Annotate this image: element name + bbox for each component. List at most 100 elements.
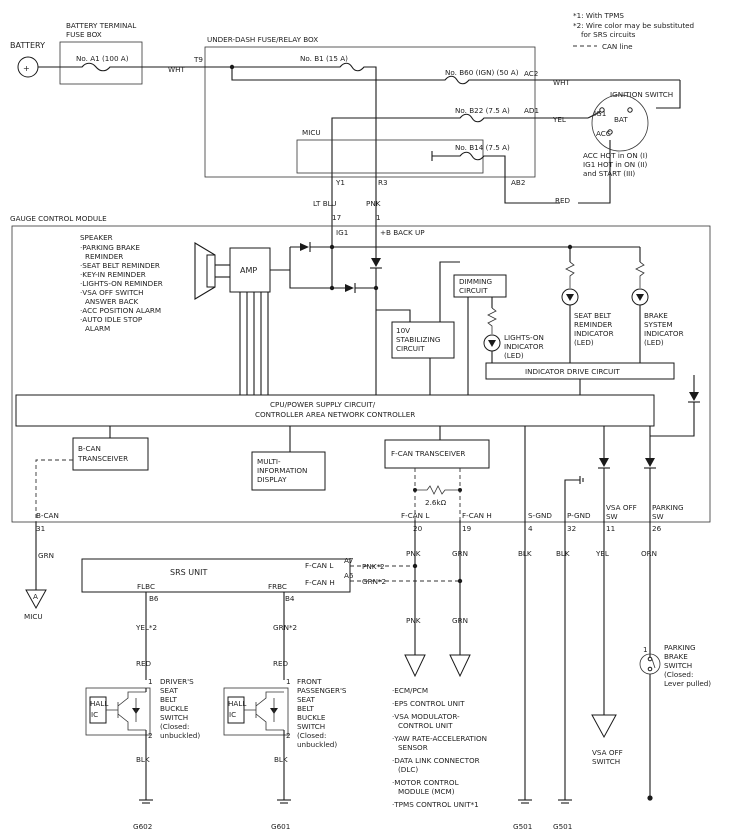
driver-wire-blk: BLK bbox=[136, 755, 150, 764]
driver-wire-red: RED bbox=[136, 659, 152, 668]
resistor-brake-icon bbox=[635, 261, 645, 288]
f-can-l-connector-icon bbox=[404, 654, 426, 678]
svg-text:REMINDER: REMINDER bbox=[85, 252, 123, 261]
ignition-bat: BAT bbox=[614, 115, 628, 124]
svg-text:PASSENGER'S: PASSENGER'S bbox=[297, 686, 347, 695]
driver-pin-2: 2 bbox=[148, 731, 153, 740]
battery-fuse-box-label-2: FUSE BOX bbox=[66, 30, 102, 39]
brake-l1: BRAKE bbox=[644, 311, 668, 320]
battery-fuse-box bbox=[59, 41, 143, 85]
cpu-block bbox=[15, 394, 655, 427]
driver-pin-1: 1 bbox=[148, 677, 153, 686]
passenger-buckle-switch bbox=[223, 687, 289, 736]
vsa-switch-l1: VSA OFF bbox=[592, 748, 623, 757]
underdash-title: UNDER-DASH FUSE/RELAY BOX bbox=[207, 35, 318, 44]
fuse-b1 bbox=[232, 62, 377, 178]
svg-text:·ACC POSITION ALARM: ·ACC POSITION ALARM bbox=[80, 306, 161, 315]
srs-title: SRS UNIT bbox=[170, 568, 207, 577]
svg-text:BUCKLE: BUCKLE bbox=[297, 713, 326, 722]
svg-text:DRIVER'S: DRIVER'S bbox=[160, 677, 194, 686]
wire-yel-vsa: YEL bbox=[595, 549, 609, 558]
ground-g602-icon bbox=[139, 799, 153, 804]
f-can-targets: ·ECM/PCM ·EPS CONTROL UNIT ·VSA MODULATO… bbox=[392, 686, 487, 809]
seat-belt-l4: (LED) bbox=[574, 338, 594, 347]
wire-stabilizer bbox=[376, 309, 411, 322]
wire-wht-t9: WHT bbox=[168, 65, 186, 74]
svg-text:PARKING: PARKING bbox=[664, 643, 696, 652]
pass-transistor-icon bbox=[244, 691, 284, 731]
driver-ic-label: IC bbox=[91, 710, 98, 719]
pin-name-parking: PARKING bbox=[652, 503, 684, 512]
pin-ig1: IG1 bbox=[336, 228, 348, 237]
wire-blk-s-gnd: BLK bbox=[518, 549, 532, 558]
svg-text:FRONT: FRONT bbox=[297, 677, 322, 686]
lights-on-l1: LIGHTS-ON bbox=[504, 333, 544, 342]
battery-fuse-box-label: BATTERY TERMINAL bbox=[66, 21, 136, 30]
wire-yel2-driver: YEL*2 bbox=[135, 623, 157, 632]
svg-text:unbuckled): unbuckled) bbox=[160, 731, 200, 740]
micu-conn-letter: A bbox=[33, 592, 38, 601]
speaker-items: ·PARKING BRAKE REMINDER ·SEAT BELT REMIN… bbox=[80, 243, 163, 333]
svg-text:·AUTO IDLE STOP: ·AUTO IDLE STOP bbox=[80, 315, 143, 324]
ground-g501-a-icon bbox=[518, 799, 532, 804]
lights-on-l2: INDICATOR bbox=[504, 342, 544, 351]
pin-num-19: 19 bbox=[462, 524, 472, 533]
wire-bat-feed bbox=[656, 80, 681, 109]
svg-text:·VSA MODULATOR-: ·VSA MODULATOR- bbox=[392, 712, 460, 721]
svg-text:·EPS CONTROL UNIT: ·EPS CONTROL UNIT bbox=[392, 699, 465, 708]
indicator-drive-label: INDICATOR DRIVE CIRCUIT bbox=[525, 367, 620, 376]
seat-belt-l1: SEAT BELT bbox=[574, 311, 612, 320]
bcan-l2: TRANSCEIVER bbox=[77, 454, 128, 463]
wire-brake-drive bbox=[650, 379, 695, 437]
fuse-b22-label: No. B22 (7.5 A) bbox=[455, 106, 510, 115]
pin-name-s-gnd: S-GND bbox=[528, 511, 552, 520]
fuse-a1-label: No. A1 (100 A) bbox=[76, 54, 129, 63]
ignition-note-2: IG1 HOT in ON (II) bbox=[583, 160, 647, 169]
multi-info-display-box bbox=[251, 451, 326, 491]
svg-text:MODULE (MCM): MODULE (MCM) bbox=[398, 787, 455, 796]
pin-num-4: 4 bbox=[528, 524, 533, 533]
stab-l2: STABILIZING bbox=[396, 335, 440, 344]
svg-text:BUCKLE: BUCKLE bbox=[160, 704, 189, 713]
pin-1: 1 bbox=[376, 213, 381, 222]
pass-switch-label: FRONT PASSENGER'S SEAT BELT BUCKLE SWITC… bbox=[297, 677, 347, 749]
bcan-l1: B-CAN bbox=[78, 444, 101, 453]
pass-wire-blk: BLK bbox=[274, 755, 288, 764]
pin-name-b-can: B-CAN bbox=[36, 511, 59, 520]
srs-pin-b6: B6 bbox=[149, 594, 159, 603]
diode-brake-icon bbox=[688, 392, 700, 403]
srs-fcanl: F-CAN L bbox=[305, 561, 333, 570]
ignition-switch bbox=[591, 94, 649, 152]
resistor-seat-belt-icon bbox=[565, 261, 575, 288]
svg-text:unbuckled): unbuckled) bbox=[297, 740, 337, 749]
pin-name-vsa: VSA OFF bbox=[606, 503, 637, 512]
pin-r3: R3 bbox=[378, 178, 388, 187]
srs-frbc: FRBC bbox=[268, 582, 287, 591]
svg-text:SWITCH: SWITCH bbox=[160, 713, 188, 722]
speaker-icon bbox=[194, 242, 216, 300]
pin-y1: Y1 bbox=[335, 178, 345, 187]
battery-label: BATTERY bbox=[10, 41, 45, 50]
svg-text:SWITCH: SWITCH bbox=[297, 722, 325, 731]
parking-brake-label: PARKING BRAKE SWITCH (Closed: Lever pull… bbox=[664, 643, 711, 688]
note-can-line: CAN line bbox=[602, 42, 633, 51]
note-wire-color: *2: Wire color may be substituted bbox=[573, 21, 694, 30]
wire-orn-parking: ORN bbox=[641, 549, 657, 558]
lights-on-l3: (LED) bbox=[504, 351, 524, 360]
gauge-control-module bbox=[11, 225, 711, 523]
b-can-transceiver-box bbox=[72, 437, 149, 471]
resistor-2-6k-icon bbox=[415, 485, 460, 495]
gcm-title: GAUGE CONTROL MODULE bbox=[10, 214, 107, 223]
ground-g501-b-icon bbox=[558, 799, 572, 804]
ignition-acc: ACC bbox=[596, 129, 611, 138]
svg-text:ALARM: ALARM bbox=[85, 324, 110, 333]
svg-text:SEAT: SEAT bbox=[160, 686, 178, 695]
pin-name-parking-2: SW bbox=[652, 512, 664, 521]
pass-hall-label: HALL bbox=[228, 699, 246, 708]
amp-box bbox=[229, 247, 271, 293]
wire-grn-f-can-2: GRN bbox=[452, 616, 468, 625]
brake-l3: INDICATOR bbox=[644, 329, 684, 338]
diode-parking-icon bbox=[644, 458, 656, 469]
fuse-a1 bbox=[60, 62, 200, 72]
pin-ab2: AB2 bbox=[511, 178, 525, 187]
